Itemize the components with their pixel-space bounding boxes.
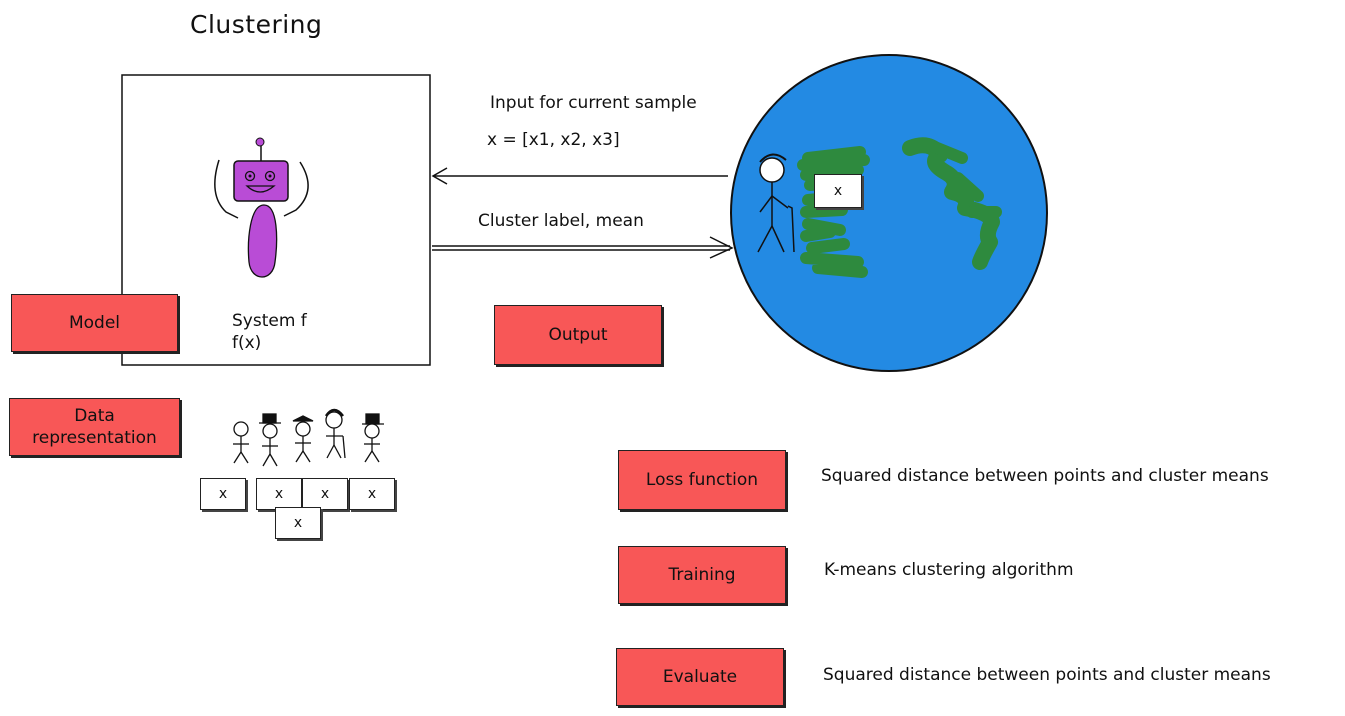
loss-function-description: Squared distance between points and clus…: [821, 466, 1269, 486]
output-box: Output: [494, 305, 662, 365]
training-description: K-means clustering algorithm: [824, 560, 1074, 580]
globe-icon: [730, 54, 1048, 372]
evaluate-description: Squared distance between points and clus…: [823, 665, 1271, 685]
system-box: [121, 74, 431, 366]
diagram-title: Clustering: [190, 10, 323, 39]
output-label: Cluster label, mean: [478, 211, 644, 231]
input-label: Input for current sample: [490, 93, 697, 113]
robot-icon: [214, 137, 309, 278]
evaluate-box: Evaluate: [616, 648, 784, 706]
loss-function-box: Loss function: [618, 450, 786, 510]
data-marker: x: [200, 478, 246, 510]
sample-marker: x: [814, 174, 862, 208]
person-icon: [757, 153, 795, 253]
data-representation-box: Data representation: [9, 398, 180, 456]
output-arrow: [432, 236, 734, 259]
system-name: System f: [232, 311, 307, 331]
system-function: f(x): [232, 333, 262, 353]
data-marker: x: [256, 478, 302, 510]
data-marker: x: [275, 507, 321, 539]
training-box: Training: [618, 546, 786, 604]
data-marker: x: [302, 478, 348, 510]
input-arrow: [431, 167, 728, 185]
model-box: Model: [11, 294, 178, 352]
crowd-icon: [233, 408, 384, 467]
data-marker: x: [349, 478, 395, 510]
system-text: System f f(x): [232, 310, 307, 354]
input-vector: x = [x1, x2, x3]: [487, 130, 620, 150]
